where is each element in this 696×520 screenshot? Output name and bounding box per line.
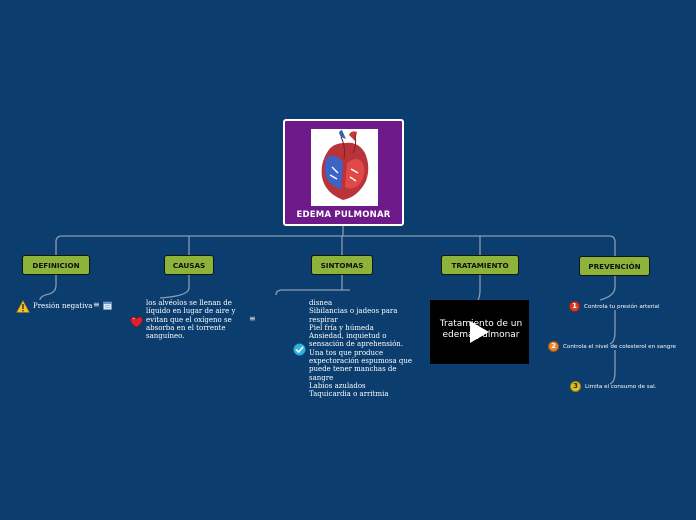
link-sintomas-item [275, 275, 350, 296]
calendar-icon[interactable] [103, 301, 112, 310]
central-topic[interactable]: EDEMA PULMONAR [283, 119, 404, 226]
sintomas-line: sensación de aprehensión. [309, 340, 404, 349]
causas-line: líquido en lugar de aire y [146, 307, 236, 316]
play-icon[interactable] [470, 321, 489, 343]
topic-label: SINTOMAS [320, 260, 364, 270]
central-title: EDEMA PULMONAR [296, 210, 391, 220]
check-icon [293, 343, 306, 356]
causas-text: los alvéolos se llenan de líquido en lug… [146, 299, 235, 340]
link-tratamiento-item [477, 275, 481, 301]
notes-icon[interactable]: ≡ [249, 314, 256, 323]
link-central-definicion [55, 235, 343, 255]
causas-line: evitan que el oxígeno se [146, 315, 232, 324]
sintomas-line: Sibilancias o jadeos para [309, 307, 398, 316]
topic-sintomas[interactable]: SINTOMAS [311, 255, 373, 275]
heart-anatomy-image [311, 129, 378, 206]
topic-prevencion[interactable]: PREVENCIÓN [579, 256, 650, 276]
sintomas-line: puede tener manchas de [309, 365, 397, 374]
sintomas-text: disnea Sibilancias o jadeos para respira… [309, 299, 412, 399]
sintomas-line: Taquicardia o arritmia [309, 390, 389, 399]
sintomas-line: Ansiedad, inquietud o [309, 332, 387, 341]
topic-label: TRATAMIENTO [451, 260, 509, 270]
causas-line: sanguíneo. [146, 332, 185, 341]
prevencion-item-3: Limita el consumo de sal. [585, 384, 657, 390]
topic-label: PREVENCIÓN [588, 261, 641, 271]
causas-line: los alvéolos se llenan de [146, 299, 232, 307]
heart-icon [130, 316, 143, 328]
number-2-icon: 2 [548, 341, 559, 352]
sintomas-line: disnea [309, 299, 333, 307]
link-prevencion-item1 [599, 276, 616, 301]
link-prevencion-item3 [609, 350, 616, 385]
warning-icon [16, 300, 30, 313]
link-causas-item [159, 275, 190, 299]
notes-icon[interactable]: ≡ [93, 300, 100, 309]
prevencion-item-1: Controla tu presión arterial [584, 304, 660, 310]
topic-label: DEFINICION [32, 260, 80, 270]
causas-line: absorba en el torrente [146, 323, 226, 332]
sintomas-line: Una tos que produce [309, 348, 384, 357]
number-1-icon: 1 [569, 301, 580, 312]
topic-label: CAUSAS [172, 260, 206, 270]
prevencion-item-2: Controla el nivel de colesterol en sangr… [563, 344, 676, 350]
sintomas-line: respirar [309, 315, 338, 324]
topic-definicion[interactable]: DEFINICION [22, 255, 90, 275]
sintomas-line: expectoración espumosa que [309, 357, 412, 366]
link-definicion-item [39, 275, 57, 301]
link-prevencion-item2 [609, 310, 616, 345]
link-central-prevencion [480, 235, 616, 256]
definicion-text: Presión negativa [33, 302, 93, 310]
sintomas-line: Piel fría y húmeda [309, 323, 374, 332]
number-3-icon: 3 [570, 381, 581, 392]
sintomas-line: sangre [309, 373, 334, 382]
tratamiento-video[interactable]: Tratamiento de un edema pulmonar [430, 300, 529, 364]
topic-causas[interactable]: CAUSAS [164, 255, 214, 275]
topic-tratamiento[interactable]: TRATAMIENTO [441, 255, 519, 275]
link-central-tratamiento [343, 235, 481, 255]
sintomas-line: Labios azulados [309, 381, 366, 390]
